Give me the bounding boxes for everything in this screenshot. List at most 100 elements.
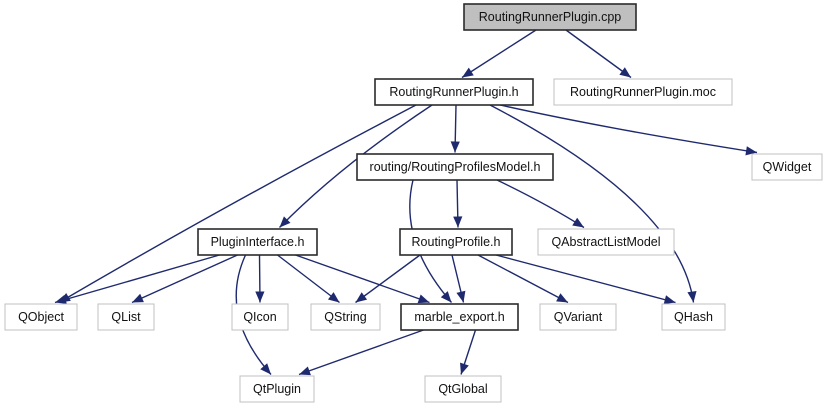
graph-node-qtglobal[interactable]: QtGlobal: [424, 375, 502, 403]
edge-line: [496, 179, 585, 229]
node-box[interactable]: [537, 228, 675, 256]
edge-arrowhead: [327, 292, 340, 303]
dependency-edge: [460, 329, 477, 375]
node-box[interactable]: [4, 303, 78, 331]
node-box[interactable]: [239, 375, 315, 403]
node-label: RoutingRunnerPlugin.moc: [570, 85, 716, 99]
dependency-edge: [298, 329, 424, 376]
node-label: QWidget: [763, 160, 812, 174]
node-box[interactable]: [197, 228, 318, 256]
edge-line: [279, 104, 433, 228]
node-label: QtGlobal: [438, 382, 487, 396]
dependency-edge: [461, 29, 537, 79]
edge-line: [131, 254, 238, 304]
edge-arrowhead: [453, 216, 463, 228]
node-label: QString: [324, 310, 366, 324]
node-box[interactable]: [374, 78, 534, 106]
graph-node-qstring[interactable]: QString: [310, 303, 381, 331]
graph-node-qlist[interactable]: QList: [97, 303, 155, 331]
node-box[interactable]: [539, 303, 617, 331]
graph-node-routingprofilesmodel-h[interactable]: routing/RoutingProfilesModel.h: [356, 153, 554, 181]
node-layer: RoutingRunnerPlugin.cppRoutingRunnerPlug…: [4, 3, 823, 403]
dependency-edge: [565, 29, 632, 79]
dependency-edge: [450, 104, 460, 153]
edge-line: [489, 104, 695, 303]
graph-node-qwidget[interactable]: QWidget: [751, 153, 823, 181]
graph-node-routingprofile-h[interactable]: RoutingProfile.h: [399, 228, 513, 256]
edge-arrowhead: [745, 146, 757, 156]
graph-node-routingrunnerplugin-moc[interactable]: RoutingRunnerPlugin.moc: [553, 78, 733, 106]
node-label: QtPlugin: [253, 382, 301, 396]
graph-node-qicon[interactable]: QIcon: [231, 303, 289, 331]
graph-node-routingrunnerplugin-h[interactable]: RoutingRunnerPlugin.h: [374, 78, 534, 106]
edge-line: [58, 104, 417, 304]
edge-line: [295, 254, 430, 304]
edge-arrowhead: [556, 293, 568, 303]
node-box[interactable]: [356, 153, 554, 181]
node-label: QObject: [18, 310, 64, 324]
edge-arrowhead: [687, 290, 697, 303]
edge-arrowhead: [450, 141, 460, 153]
node-box[interactable]: [310, 303, 381, 331]
edge-arrowhead: [572, 217, 584, 228]
dependency-edge: [355, 254, 421, 304]
node-label: QVariant: [554, 310, 603, 324]
dependency-edge: [54, 254, 220, 304]
edge-arrowhead: [417, 294, 430, 304]
node-box[interactable]: [399, 228, 513, 256]
node-label: RoutingProfile.h: [412, 235, 501, 249]
edge-arrowhead: [456, 290, 466, 303]
dependency-edge: [295, 254, 430, 304]
node-label: QIcon: [243, 310, 276, 324]
node-label: RoutingRunnerPlugin.cpp: [479, 10, 622, 24]
graph-node-qobject[interactable]: QObject: [4, 303, 78, 331]
node-label: QHash: [674, 310, 713, 324]
dependency-edge: [453, 179, 463, 228]
edge-arrowhead: [462, 67, 474, 78]
dependency-edge: [58, 104, 417, 304]
edge-arrowhead: [619, 67, 631, 78]
node-label: RoutingRunnerPlugin.h: [389, 85, 518, 99]
node-box[interactable]: [553, 78, 733, 106]
edge-line: [495, 254, 676, 304]
node-box[interactable]: [751, 153, 823, 181]
edge-line: [499, 104, 758, 154]
node-box[interactable]: [424, 375, 502, 403]
dependency-edge: [477, 254, 569, 304]
node-label: PluginInterface.h: [211, 235, 305, 249]
graph-node-qhash[interactable]: QHash: [661, 303, 726, 331]
graph-node-qtplugin[interactable]: QtPlugin: [239, 375, 315, 403]
edge-line: [298, 329, 424, 376]
node-label: marble_export.h: [414, 310, 504, 324]
node-label: routing/RoutingProfilesModel.h: [370, 160, 541, 174]
graph-node-plugininterface-h[interactable]: PluginInterface.h: [197, 228, 318, 256]
edge-arrowhead: [440, 291, 452, 303]
dependency-edge: [499, 104, 758, 156]
node-box[interactable]: [400, 303, 519, 331]
graph-node-routingrunnerplugin-cpp[interactable]: RoutingRunnerPlugin.cpp: [463, 3, 637, 31]
dependency-edge: [451, 254, 466, 303]
graph-node-qvariant[interactable]: QVariant: [539, 303, 617, 331]
edge-arrowhead: [279, 216, 291, 228]
node-box[interactable]: [463, 3, 637, 31]
edge-line: [565, 29, 632, 79]
node-box[interactable]: [661, 303, 726, 331]
edge-arrowhead: [55, 295, 67, 304]
edge-arrowhead: [460, 362, 469, 375]
dependency-edge: [277, 254, 340, 304]
graph-node-qabstractlistmodel[interactable]: QAbstractListModel: [537, 228, 675, 256]
node-box[interactable]: [97, 303, 155, 331]
node-label: QList: [111, 310, 141, 324]
graph-node-marble-export-h[interactable]: marble_export.h: [400, 303, 519, 331]
edge-arrowhead: [255, 291, 265, 303]
edge-arrowhead: [299, 366, 311, 376]
dependency-edge: [131, 254, 238, 304]
edge-layer: [54, 29, 758, 376]
edge-arrowhead: [132, 293, 144, 303]
dependency-edge: [255, 254, 265, 303]
edge-line: [54, 254, 220, 304]
dependency-edge: [489, 104, 697, 303]
node-box[interactable]: [231, 303, 289, 331]
